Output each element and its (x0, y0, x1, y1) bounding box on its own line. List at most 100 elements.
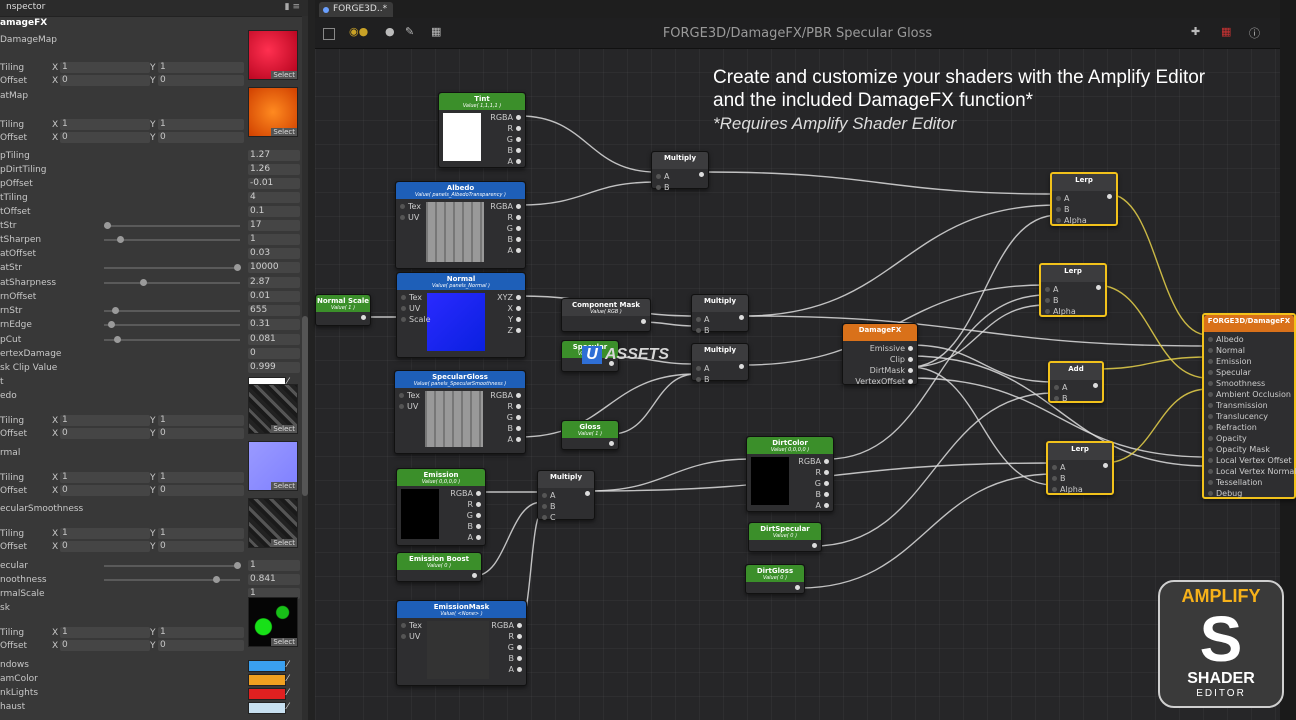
color-swatch[interactable] (248, 688, 286, 700)
port-pin-icon[interactable] (516, 215, 521, 220)
eyedropper-icon[interactable]: ⁄ (287, 702, 289, 712)
input-port[interactable]: B (1045, 296, 1059, 305)
input-port[interactable]: B (1054, 394, 1068, 403)
output-port[interactable]: R (815, 468, 829, 477)
port-pin-icon[interactable] (516, 426, 521, 431)
x-field[interactable]: 1 (60, 415, 150, 426)
y-field[interactable]: 1 (158, 472, 244, 483)
port-pin-icon[interactable] (1208, 480, 1213, 485)
output-port[interactable]: Emissive (870, 344, 913, 353)
inspector-scrollbar[interactable] (302, 16, 308, 720)
output-port[interactable]: B (468, 522, 481, 531)
output-port[interactable]: A (468, 533, 481, 542)
slider-knob[interactable] (234, 562, 241, 569)
port-pin-icon[interactable] (656, 185, 661, 190)
slider-knob[interactable] (213, 576, 221, 583)
port-pin-icon[interactable] (1208, 381, 1213, 386)
output-port[interactable]: B (508, 424, 521, 433)
port-pin-icon[interactable] (400, 204, 405, 209)
node-header[interactable]: DamageFX (843, 324, 917, 341)
port-pin-icon[interactable] (516, 204, 521, 209)
input-port[interactable]: UV (399, 402, 418, 411)
output-pin-icon[interactable] (1103, 463, 1108, 468)
port-pin-icon[interactable] (696, 328, 701, 333)
x-field[interactable]: 0 (60, 132, 150, 143)
port-pin-icon[interactable] (1052, 487, 1057, 492)
y-field[interactable]: 0 (158, 640, 244, 651)
port-pin-icon[interactable] (908, 368, 913, 373)
port-pin-icon[interactable] (517, 645, 522, 650)
node-header[interactable]: Add (1050, 363, 1102, 380)
port-pin-icon[interactable] (1056, 196, 1061, 201)
port-pin-icon[interactable] (516, 404, 521, 409)
input-port[interactable]: B (696, 326, 710, 335)
output-pin-icon[interactable] (812, 543, 817, 548)
input-port[interactable]: A (1045, 285, 1058, 294)
port-pin-icon[interactable] (542, 504, 547, 509)
property-value[interactable]: -0.01 (248, 178, 300, 189)
property-slider[interactable] (104, 307, 240, 314)
port-pin-icon[interactable] (400, 215, 405, 220)
output-port[interactable]: RGBA (490, 202, 521, 211)
input-port[interactable]: A (542, 491, 555, 500)
property-value[interactable]: 0.841 (248, 574, 300, 585)
node-header[interactable]: Multiply (692, 344, 748, 361)
port-pin-icon[interactable] (476, 513, 481, 518)
port-pin-icon[interactable] (696, 377, 701, 382)
input-port[interactable]: Scale (401, 315, 431, 324)
port-pin-icon[interactable] (542, 515, 547, 520)
output-port[interactable]: B (508, 235, 521, 244)
port-pin-icon[interactable] (401, 623, 406, 628)
clean-icon[interactable]: ✎ (405, 25, 415, 38)
output-port[interactable]: X (508, 304, 521, 313)
albedo-thumb[interactable]: Select (248, 384, 298, 434)
output-pin-icon[interactable] (739, 364, 744, 369)
node-header[interactable]: Lerp (1041, 265, 1105, 282)
color-swatch[interactable] (248, 674, 286, 686)
port-pin-icon[interactable] (476, 502, 481, 507)
port-pin-icon[interactable] (542, 493, 547, 498)
port-pin-icon[interactable] (908, 357, 913, 362)
port-pin-icon[interactable] (401, 317, 406, 322)
slider-knob[interactable] (111, 307, 119, 314)
inspector-tab[interactable]: nspector ▮ ≡ (0, 0, 308, 17)
stop-icon[interactable] (323, 28, 335, 40)
port-pin-icon[interactable] (1054, 385, 1059, 390)
x-field[interactable]: 0 (60, 428, 150, 439)
eyedropper-icon[interactable]: ⁄ (287, 377, 289, 387)
input-port[interactable]: A (1052, 463, 1065, 472)
slider-knob[interactable] (234, 264, 241, 271)
property-slider[interactable] (104, 222, 240, 229)
input-port[interactable]: Albedo (1208, 335, 1244, 344)
y-field[interactable]: 1 (158, 119, 244, 130)
input-port[interactable]: A (696, 315, 709, 324)
output-port[interactable]: G (467, 511, 481, 520)
slider-knob[interactable] (117, 236, 124, 243)
output-pin-icon[interactable] (609, 441, 614, 446)
x-field[interactable]: 0 (60, 640, 150, 651)
port-pin-icon[interactable] (516, 148, 521, 153)
port-pin-icon[interactable] (1208, 392, 1213, 397)
add-node-icon[interactable]: ✚ (1191, 25, 1201, 38)
select-texture-button[interactable]: Select (271, 425, 297, 433)
input-port[interactable]: A (1054, 383, 1067, 392)
port-pin-icon[interactable] (401, 295, 406, 300)
property-value[interactable]: 0.31 (248, 319, 300, 330)
port-pin-icon[interactable] (1056, 218, 1061, 223)
